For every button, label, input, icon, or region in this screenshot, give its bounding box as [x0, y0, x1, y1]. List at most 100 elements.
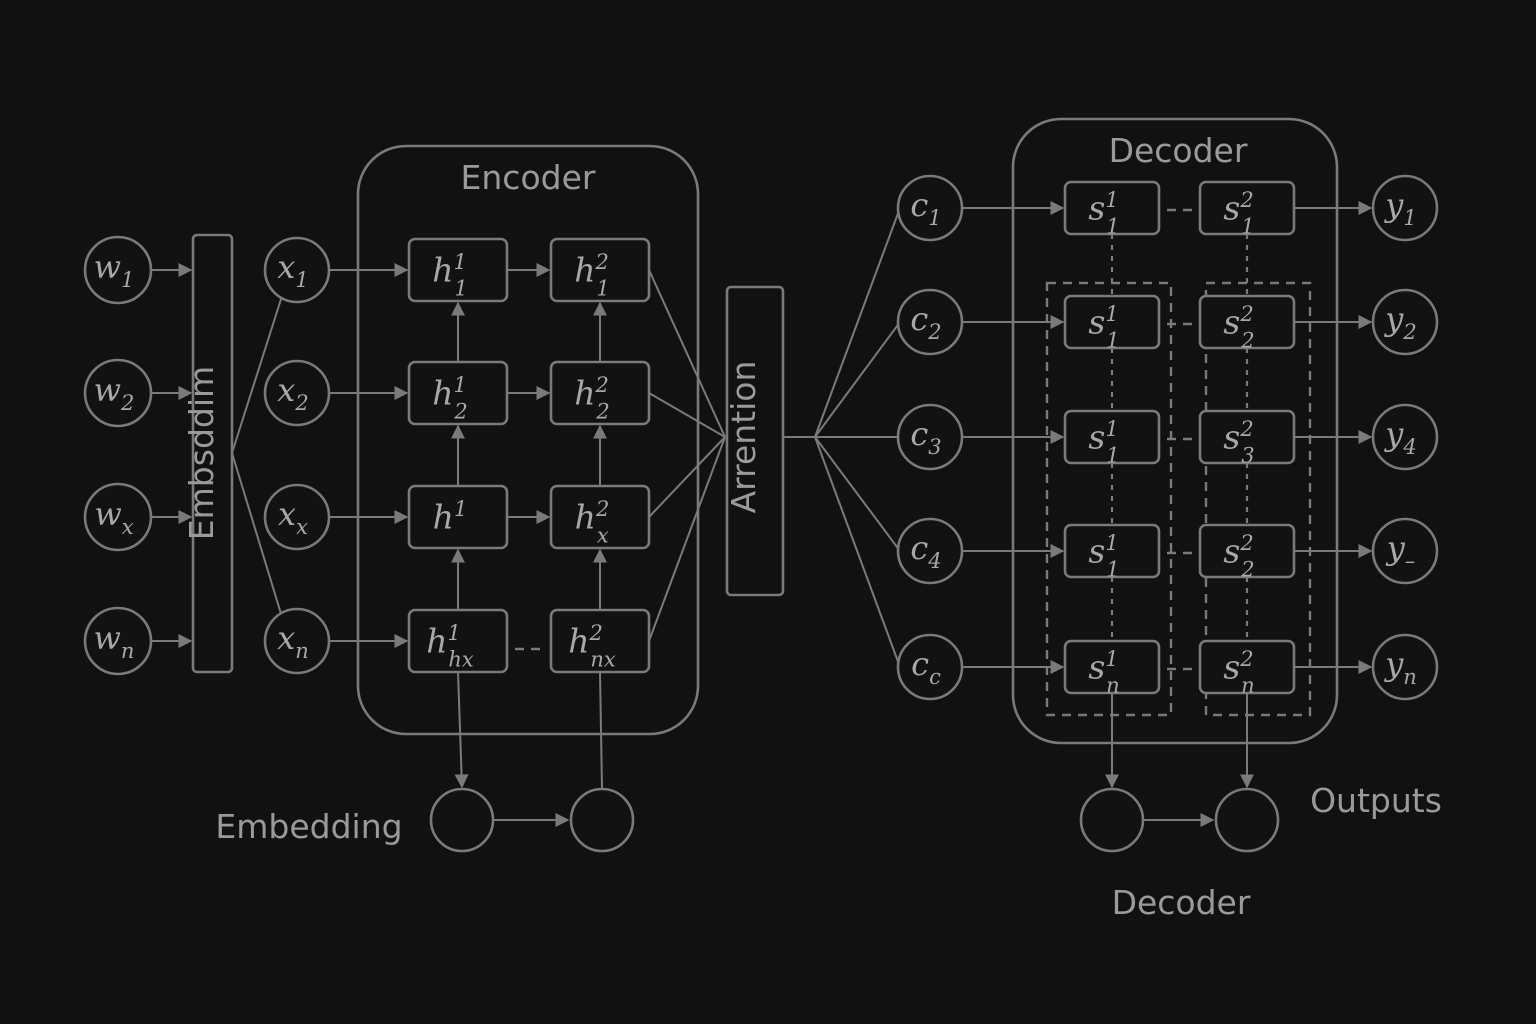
decoder-cell-r3-c2	[1198, 409, 1296, 465]
output-y3-label: y4	[1383, 415, 1416, 459]
outputs-label: Outputs	[1310, 781, 1442, 820]
decoder-cell-r2-c2	[1198, 294, 1296, 350]
input-x2-circle	[263, 359, 331, 427]
input-x3-label: xx	[278, 495, 308, 539]
encoder-cell-r2-c2	[549, 360, 651, 426]
decoder-title: Decoder	[1109, 131, 1248, 170]
output-y2-label: y2	[1383, 300, 1416, 344]
attention-bar-label: Arrention	[724, 361, 763, 514]
context-c2-label: c2	[910, 300, 941, 344]
encoder-title: Encoder	[461, 158, 596, 197]
output-y3-circle	[1371, 403, 1439, 471]
encoder-cell-r2-c1	[407, 360, 509, 426]
encoder-cell-r3-c1-label: h1	[433, 497, 468, 537]
edge-h2-row1-to-att	[648, 392, 726, 438]
decoder-layer1-frame	[1045, 281, 1173, 717]
edge-att-to-c1	[814, 321, 901, 438]
encoder-cell-r1-c2	[549, 237, 651, 303]
decoder-cell-r1-c2	[1198, 180, 1296, 236]
output-y1-label: y1	[1383, 186, 1416, 230]
input-x4-label: xn	[277, 619, 309, 663]
input-w4-circle	[83, 606, 153, 676]
edge-embed-circle-to-h2n	[599, 671, 603, 790]
output-y5-circle	[1371, 633, 1439, 701]
context-c5-label: cc	[911, 645, 941, 689]
input-w1-label: w1	[94, 248, 135, 292]
decoder-cell-r3-c1	[1063, 409, 1161, 465]
input-x1-label: x1	[277, 248, 308, 292]
encoder-container	[356, 144, 700, 736]
encoder-cell-r3-c1	[407, 484, 509, 550]
embedding-circle-1	[429, 787, 495, 853]
context-c5-circle	[896, 633, 964, 701]
decoder-layer2-frame	[1204, 281, 1312, 717]
decoder-cell-r5-c2	[1198, 639, 1296, 695]
output-y1-circle	[1371, 174, 1439, 242]
input-x4-circle	[263, 607, 331, 675]
decoder-cell-r4-c2	[1198, 523, 1296, 579]
input-w3-label: wx	[94, 495, 133, 539]
output-y4-label: y–	[1385, 529, 1416, 573]
edge-h2-row2-to-att	[648, 436, 726, 518]
input-w4-label: wn	[94, 619, 135, 663]
input-x1-circle	[263, 236, 331, 304]
embedding-bar-label: Embsddim	[182, 366, 221, 540]
edge-att-to-c0	[814, 207, 901, 438]
decoder-bottom-label: Decoder	[1112, 883, 1251, 922]
edge-att-to-c4	[814, 436, 901, 668]
context-c2-circle	[896, 288, 964, 356]
edge-embed-to-x1	[231, 295, 283, 454]
input-x2-label: x2	[277, 371, 308, 415]
context-c1-label: c1	[910, 186, 941, 230]
context-c1-circle	[896, 174, 964, 242]
context-c3-label: c3	[910, 415, 941, 459]
input-w3-circle	[83, 482, 153, 552]
decoder-circle-1	[1079, 787, 1145, 853]
decoder-cell-r2-c1	[1063, 294, 1161, 350]
encoder-cell-r4-c2	[549, 608, 651, 674]
output-y2-circle	[1371, 288, 1439, 356]
input-x3-circle	[263, 483, 331, 551]
embedding-label: Embedding	[215, 807, 402, 846]
context-c3-circle	[896, 403, 964, 471]
context-c4-label: c4	[910, 529, 941, 573]
decoder-container	[1011, 117, 1339, 745]
edge-h2-row0-to-att	[648, 269, 726, 438]
encoder-cell-r1-c1	[407, 237, 509, 303]
output-y4-circle	[1371, 517, 1439, 585]
edge-embed-to-xn	[231, 452, 283, 618]
edge-h1n-to-embed-circle	[454, 671, 469, 789]
decoder-cell-r4-c1	[1063, 523, 1161, 579]
input-w1-circle	[83, 235, 153, 305]
input-w2-label: w2	[94, 371, 135, 415]
decoder-cell-r1-c1	[1063, 180, 1161, 236]
input-w2-circle	[83, 358, 153, 428]
encoder-cell-r3-c2	[549, 484, 651, 550]
encoder-cell-r4-c1	[407, 608, 509, 674]
edge-h2-row3-to-att	[648, 436, 726, 642]
embedding-circle-2	[569, 787, 635, 853]
edges	[151, 201, 1373, 827]
edge-att-to-c3	[814, 436, 901, 552]
decoder-circle-2	[1214, 787, 1280, 853]
output-y5-label: yn	[1383, 645, 1417, 689]
attention-bar	[725, 285, 785, 597]
